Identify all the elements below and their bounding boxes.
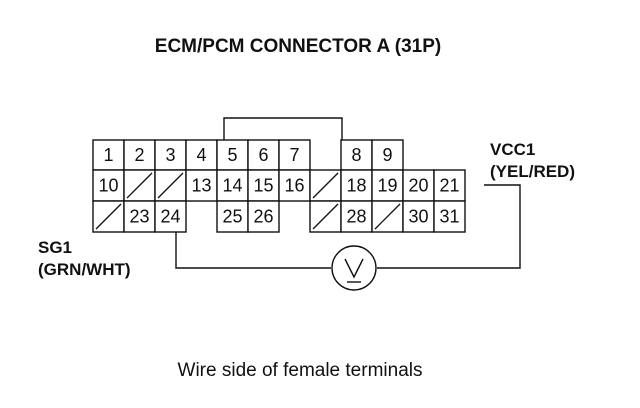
terminal-label: 16 <box>284 176 304 196</box>
terminal-label: 6 <box>258 145 268 165</box>
terminal-label: 30 <box>408 207 428 227</box>
terminal-label: 10 <box>98 176 118 196</box>
terminal-label: 18 <box>346 176 366 196</box>
terminal-label: 23 <box>129 207 149 227</box>
terminal-label: 5 <box>227 145 237 165</box>
sg1-wire-color: (GRN/WHT) <box>38 260 131 279</box>
unused-terminal-slash <box>95 203 122 230</box>
terminal-label: 28 <box>346 207 366 227</box>
terminal-16 <box>278 169 311 202</box>
terminal-label: 9 <box>382 145 392 165</box>
terminal-label: 20 <box>408 176 428 196</box>
voltmeter-circle <box>331 245 377 291</box>
terminal-label: 21 <box>439 176 459 196</box>
terminal-31 <box>433 200 466 233</box>
terminal-label: 25 <box>222 207 242 227</box>
terminal-24 <box>154 200 187 233</box>
terminal-label: 14 <box>222 176 242 196</box>
unused-terminal-slash <box>157 172 184 199</box>
terminal-label: 3 <box>165 145 175 165</box>
unused-terminal-slash <box>126 172 153 199</box>
terminal-25 <box>216 200 249 233</box>
voltmeter-symbol <box>344 258 364 279</box>
sg1-label: SG1 <box>38 238 72 257</box>
terminal-label: 26 <box>253 207 273 227</box>
terminal-26 <box>247 200 280 233</box>
vcc1-wire-color: (YEL/RED) <box>490 162 575 181</box>
unused-terminal-slash <box>312 172 339 199</box>
terminal-10 <box>92 169 125 202</box>
terminal-label: 8 <box>351 145 361 165</box>
terminal-19 <box>371 169 404 202</box>
unused-terminal-slash <box>374 203 401 230</box>
caption: Wire side of female terminals <box>178 360 423 381</box>
terminal-label: 7 <box>289 145 299 165</box>
terminal-14 <box>216 169 249 202</box>
vcc1-label: VCC1 <box>490 140 535 159</box>
terminal-21 <box>433 169 466 202</box>
terminal-label: 24 <box>160 207 180 227</box>
vcc1-wire <box>377 184 521 269</box>
terminal-label: 19 <box>377 176 397 196</box>
terminal-label: 15 <box>253 176 273 196</box>
diagram-title: ECM/PCM CONNECTOR A (31P) <box>155 36 441 57</box>
terminal-30 <box>402 200 435 233</box>
terminal-8 <box>340 139 373 171</box>
terminal-15 <box>247 169 280 202</box>
terminal-label: 31 <box>439 207 459 227</box>
terminal-18 <box>340 169 373 202</box>
sg1-wire <box>175 232 331 269</box>
terminal-label: 13 <box>191 176 211 196</box>
terminal-label: 4 <box>196 145 206 165</box>
unused-terminal-slash <box>312 203 339 230</box>
terminal-28 <box>340 200 373 233</box>
terminal-label: 2 <box>134 145 144 165</box>
connector-lock-tab <box>223 117 343 140</box>
voltmeter <box>331 245 377 291</box>
terminal-label: 1 <box>103 145 113 165</box>
